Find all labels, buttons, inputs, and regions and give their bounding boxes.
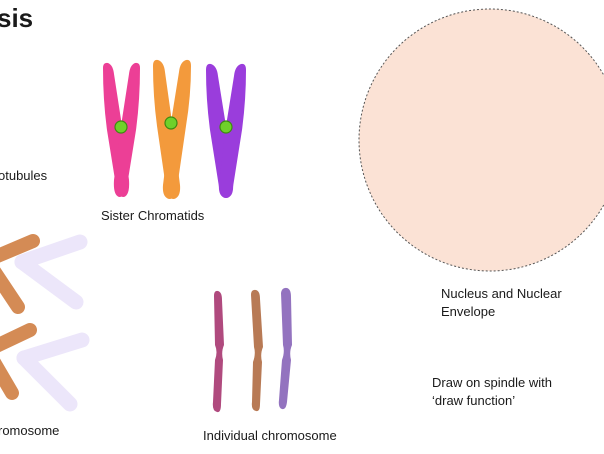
sister-chromatid-purple — [206, 63, 246, 198]
lavender-arm — [16, 332, 90, 366]
individual-chromosome-label: Individual chromosome — [203, 428, 337, 443]
brown-arm — [0, 234, 40, 263]
slide-title-fragment: sis — [0, 3, 34, 33]
chromosome-fragment-lower — [0, 323, 90, 412]
chromatid-arm — [113, 62, 140, 197]
chromatid-arm — [218, 63, 246, 198]
brown-arm — [0, 267, 25, 314]
nucleus-label-line1: Nucleus and Nuclear — [441, 286, 562, 301]
draw-instruction-line2: ‘draw function’ — [432, 393, 516, 408]
individual-chromosome-tan — [251, 289, 263, 412]
microtubules-label: otubules — [0, 168, 48, 183]
individual-chromosome-violet — [278, 287, 292, 410]
centromere — [114, 120, 128, 134]
brown-arm — [0, 323, 37, 353]
individual-chromosomes — [212, 287, 292, 413]
centromere — [219, 120, 233, 134]
chromosome-fragment-upper — [0, 234, 88, 314]
draw-instruction-line1: Draw on spindle with — [432, 375, 552, 390]
sister-chromatids-label: Sister Chromatids — [101, 208, 205, 223]
lavender-arm — [16, 350, 78, 412]
sister-chromatid-orange — [153, 59, 191, 199]
centromere — [164, 116, 178, 130]
sister-chromatid-pink — [103, 62, 140, 197]
lavender-arm — [14, 234, 88, 270]
nucleus-circle — [358, 8, 604, 272]
chromatid-arm — [162, 59, 191, 199]
nucleus-label-line2: Envelope — [441, 304, 496, 319]
individual-chromosome-mauve — [212, 290, 224, 413]
chromosome-label-fragment: romosome — [0, 423, 60, 438]
brown-arm — [0, 358, 19, 400]
lavender-arm — [14, 254, 84, 310]
